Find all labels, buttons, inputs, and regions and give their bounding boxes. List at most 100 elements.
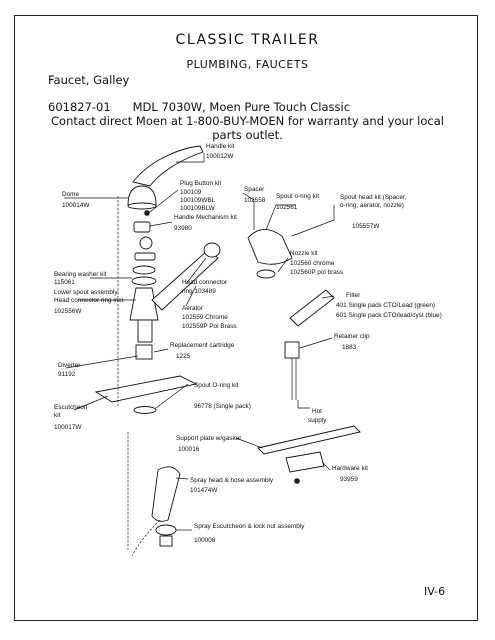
leader-support-plate xyxy=(235,437,263,449)
label-escutcheon-no: 100017W xyxy=(54,424,82,431)
spout-head-part xyxy=(247,229,293,265)
handle-mechanism-cap xyxy=(139,236,153,250)
leader-filter xyxy=(321,295,335,299)
label-aerator-no1: 102559 Chrome xyxy=(182,314,228,321)
page-number: IV-6 xyxy=(424,585,446,598)
label-handle-mech-no: 93980 xyxy=(174,225,192,232)
leader-spout-oring xyxy=(265,204,296,231)
label-spout-oring: Spout o-ring kit xyxy=(276,193,319,200)
label-filter: Filter xyxy=(346,292,361,299)
dome-rim xyxy=(127,202,157,210)
label-head-connector: Head connector xyxy=(182,279,228,286)
label-escutcheon: Escutcheon xyxy=(54,404,88,411)
leader-aerator xyxy=(185,285,197,307)
label-handle-kit: Handle kit xyxy=(206,143,235,150)
leader-mechanism xyxy=(149,221,173,227)
filter-part xyxy=(289,289,335,327)
label-hardware-no: 93959 xyxy=(340,476,358,483)
label-spacer: Spacer xyxy=(244,186,265,193)
category-label: Faucet, Galley xyxy=(48,73,130,87)
label-retainer-clip: Retainer clip xyxy=(334,333,370,340)
leader-cartridge xyxy=(153,348,169,353)
lock-nut-part xyxy=(159,535,173,547)
label-retainer-clip-no: 1883 xyxy=(342,344,357,351)
label-spray-esc-no: 100008 xyxy=(194,537,216,544)
cartridge-part xyxy=(135,344,153,360)
leader-hardware xyxy=(321,461,331,471)
label-plug-button-no1: 100109 xyxy=(180,189,202,196)
label-nozzle-no2: 102560P pol brass xyxy=(290,269,343,276)
label-head-connector-2: ring 103489 xyxy=(182,288,216,295)
label-spout-oring-no: 102561 xyxy=(276,204,298,211)
section-subtitle: PLUMBING, FAUCETS xyxy=(186,58,309,71)
nozzle-part xyxy=(256,269,276,279)
leader-head-connector xyxy=(185,257,207,285)
label-aerator-no2: 102559P Pol Brass xyxy=(182,323,237,330)
label-spray-esc: Spray Escutcheon & lock nut assembly xyxy=(194,523,305,530)
spout-stem-part xyxy=(137,319,153,343)
label-filter-1: 401 Single pack CTO/Lead (green) xyxy=(336,302,435,309)
label-hardware: Hardware kit xyxy=(332,465,368,472)
label-handle-kit-no: 100012W xyxy=(206,153,234,160)
label-filter-2: 601 Single pack CTO/lead/cyst (blue) xyxy=(336,312,442,319)
plug-button-part xyxy=(144,210,150,216)
hardware-kit-part xyxy=(285,451,325,473)
label-head-connector-ring: Head connector ring incl. xyxy=(54,297,125,304)
leader-retainer xyxy=(299,337,333,349)
label-hot-supply: Hot xyxy=(312,408,322,415)
label-cartridge: Replacement cartridge xyxy=(170,342,235,349)
spray-escutcheon-part xyxy=(155,524,177,536)
page-border xyxy=(14,15,478,621)
label-support-plate-no: 100016 xyxy=(178,446,200,453)
label-lower-spout: Lower spout assembly xyxy=(54,289,118,296)
spray-hose xyxy=(131,519,161,557)
lower-spout-part xyxy=(129,287,159,321)
label-hot-supply-2: supply xyxy=(308,417,327,424)
leader-spout-oring2 xyxy=(155,383,189,409)
label-nozzle-no1: 102560 chrome xyxy=(290,260,335,267)
handle-lever-part xyxy=(132,145,204,187)
escutcheon-plate-part xyxy=(94,375,198,403)
label-plug-button-no3: 100109BLW xyxy=(180,205,216,212)
label-spray-head: Spray head & hose assembly xyxy=(190,477,274,484)
leader-hot xyxy=(297,400,310,409)
leader-handle xyxy=(176,153,205,163)
label-dome: Dome xyxy=(62,191,79,198)
label-diverter-no: 91192 xyxy=(58,371,76,378)
label-support-plate: Support plate w/gasket xyxy=(176,435,241,442)
label-bearing-washer-no: 115061 xyxy=(54,279,75,286)
bearing-part xyxy=(134,252,156,261)
label-plug-button-no2: 100109WBL xyxy=(180,197,216,204)
leader-spacer xyxy=(242,192,255,230)
leader-spray-head xyxy=(175,477,189,480)
label-escutcheon-2: kit xyxy=(54,412,61,419)
leader-spout-head xyxy=(291,205,335,237)
handle-mechanism-part xyxy=(133,221,151,233)
label-spout-head-2: o-ring, aerator, nozzle) xyxy=(340,202,404,209)
label-dome-no: 100014W xyxy=(62,202,90,209)
label-bearing-washer: Bearing washer kit xyxy=(54,271,107,278)
label-spacer-no: 102558 xyxy=(244,197,266,204)
leader-diverter xyxy=(65,355,139,369)
leader-nozzle xyxy=(277,257,289,273)
spray-head-part xyxy=(151,466,181,522)
label-spout-oring2-no: 96778 (Single pack) xyxy=(194,403,251,410)
label-spout-head-no: 105557W xyxy=(352,223,380,230)
support-plate-part xyxy=(257,425,361,455)
head-connector-part xyxy=(203,242,221,258)
label-plug-button: Plug Button kit xyxy=(180,180,221,187)
bearing-washer-part xyxy=(132,265,156,275)
spout-arm-part xyxy=(151,249,219,311)
leader-escutcheon xyxy=(73,395,109,411)
label-lower-spout-no: 102556W xyxy=(54,308,82,315)
label-spray-head-no: 101474W xyxy=(190,487,218,494)
label-aerator: Aerator xyxy=(182,305,204,312)
connector-ring-part xyxy=(131,276,157,286)
hardware-screw xyxy=(294,478,300,484)
leader-plug xyxy=(149,189,179,213)
label-cartridge-no: 1225 xyxy=(176,353,191,360)
label-nozzle: Nozzle kit xyxy=(290,250,318,257)
retainer-clip-part xyxy=(284,341,300,359)
label-spout-head: Spout head kit (Spacer, xyxy=(340,194,407,201)
